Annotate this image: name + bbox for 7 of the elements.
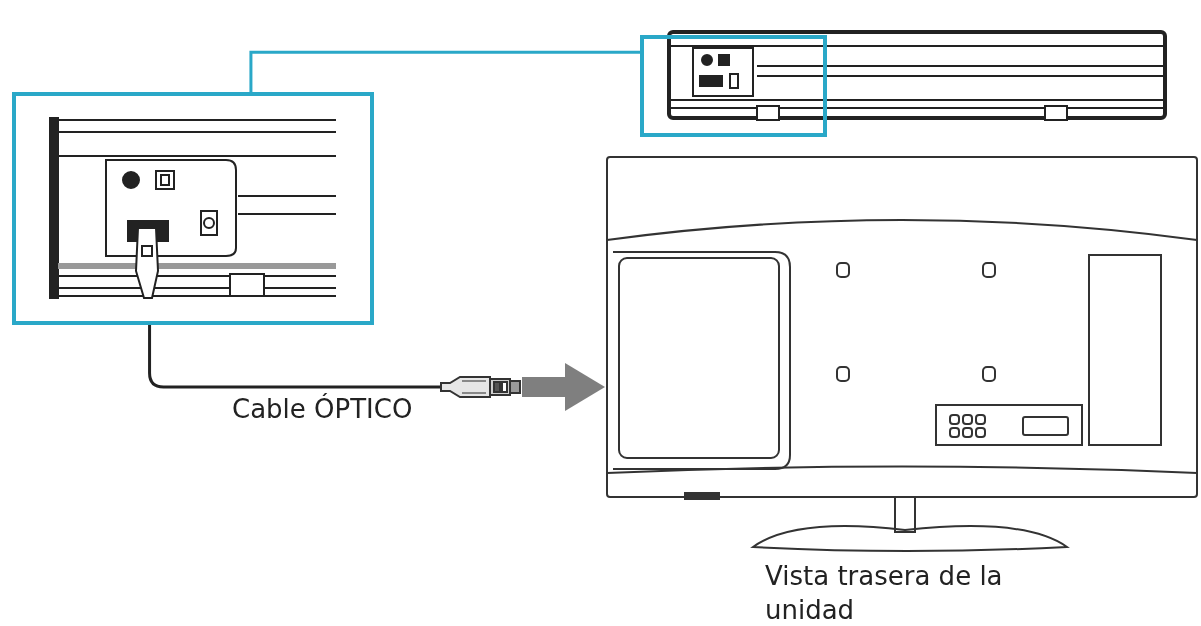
highlight-frame — [640, 35, 827, 137]
arrow — [522, 363, 605, 411]
connector-line — [249, 50, 640, 92]
tv-drawing — [605, 155, 1200, 555]
view-caption: Vista trasera de la unidad — [765, 560, 1004, 626]
connector-line — [148, 325, 440, 389]
cable-label: Cable ÓPTICO — [232, 392, 413, 426]
